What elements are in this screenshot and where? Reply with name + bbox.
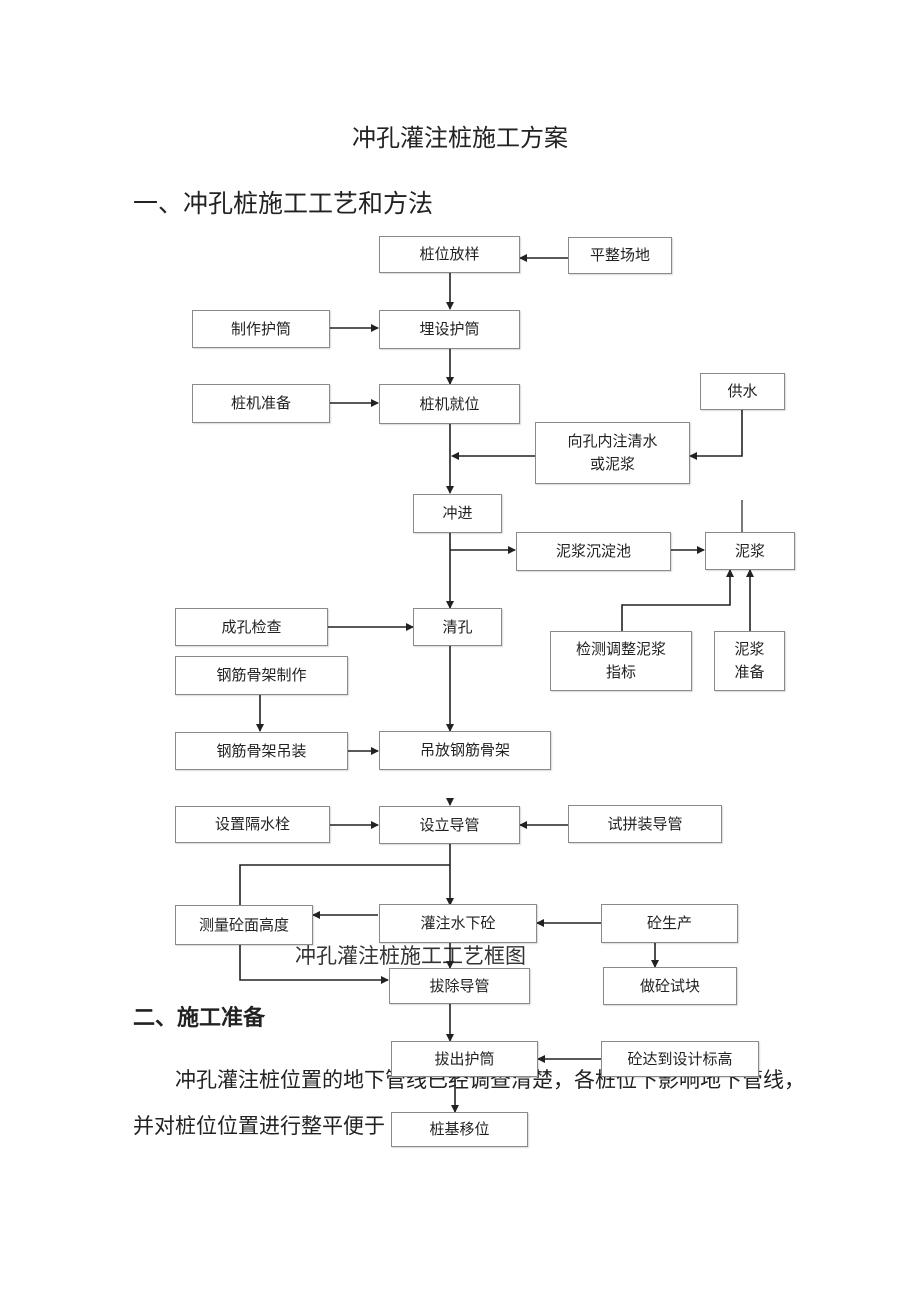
box-cage-make: 钢筋骨架制作: [175, 656, 348, 695]
arrow-adjust-to-slurry: [621, 569, 734, 631]
arrow-water-to-inject: [689, 410, 743, 460]
box-remove-tremie: 拔除导管: [389, 968, 530, 1004]
box-pile-position: 桩位放样: [379, 236, 520, 273]
box-hole-check: 成孔检查: [175, 608, 328, 646]
box-make-casing: 制作护筒: [192, 310, 330, 348]
arrow-measure-to-remove: [239, 945, 389, 984]
box-rig-in-place: 桩机就位: [379, 384, 520, 424]
box-drill: 冲进: [413, 494, 502, 533]
box-measure-height: 测量砼面高度: [175, 905, 313, 945]
box-place-cage: 吊放钢筋骨架: [379, 731, 551, 770]
box-cage-lift: 钢筋骨架吊装: [175, 732, 348, 770]
box-level-site: 平整场地: [568, 237, 672, 274]
paragraph-line-2: 并对桩位位置进行整平便于: [133, 1114, 385, 1138]
section-heading-2: 二、施工准备: [133, 1006, 266, 1031]
page-title: 冲孔灌注桩施工方案: [352, 124, 568, 152]
section-heading-1: 一、冲孔桩施工工艺和方法: [133, 189, 434, 218]
box-move-rig: 桩基移位: [391, 1112, 528, 1147]
box-water-supply: 供水: [700, 373, 785, 410]
line-measure-loop-top: [239, 864, 450, 905]
box-slurry: 泥浆: [705, 532, 795, 570]
box-water-plug: 设置隔水栓: [175, 806, 330, 843]
flowchart-caption: 冲孔灌注桩施工工艺框图: [295, 944, 526, 968]
box-slurry-prep: 泥浆 准备: [714, 631, 785, 691]
box-design-elev: 砼达到设计标高: [601, 1041, 759, 1077]
box-adjust-slurry: 检测调整泥浆 指标: [550, 631, 692, 691]
box-trial-tremie: 试拼装导管: [568, 805, 722, 843]
box-concrete-prod: 砼生产: [601, 904, 738, 943]
box-settling-pond: 泥浆沉淀池: [516, 532, 671, 571]
box-clean-hole: 清孔: [413, 608, 502, 646]
box-rig-prep: 桩机准备: [192, 384, 330, 423]
box-bury-casing: 埋设护筒: [379, 310, 520, 349]
box-inject-water: 向孔内注清水 或泥浆: [535, 422, 690, 484]
box-pour-concrete: 灌注水下砼: [379, 904, 537, 943]
box-set-tremie: 设立导管: [379, 806, 520, 844]
box-test-block: 做砼试块: [603, 967, 737, 1005]
box-pull-casing: 拔出护筒: [391, 1041, 538, 1077]
